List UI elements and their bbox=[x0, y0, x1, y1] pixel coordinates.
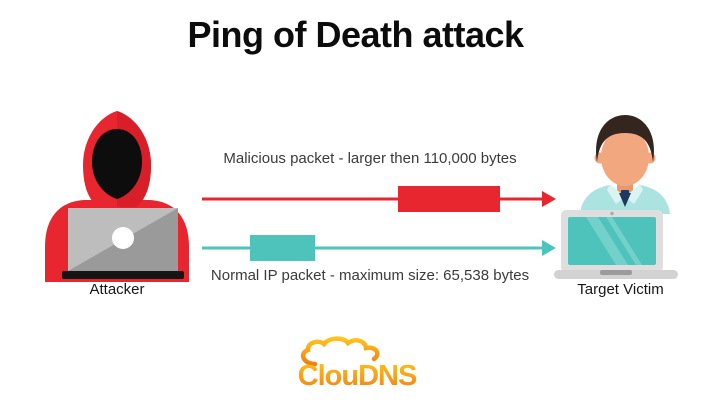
attacker-label: Attacker bbox=[89, 281, 145, 298]
normal-packet-caption: Normal IP packet - maximum size: 65,538 … bbox=[210, 267, 530, 284]
malicious-packet-caption: Malicious packet - larger then 110,000 b… bbox=[223, 150, 517, 167]
cloudns-logo-text: ClouDNS bbox=[298, 360, 417, 392]
cloudns-logo: ClouDNS bbox=[298, 336, 418, 392]
malicious-arrowhead-icon bbox=[542, 191, 556, 207]
cloud-outline-icon bbox=[300, 336, 380, 367]
packet-arrows bbox=[202, 186, 556, 261]
page-title: Ping of Death attack bbox=[187, 14, 524, 55]
victim-label: Target Victim bbox=[577, 281, 664, 298]
normal-arrowhead-icon bbox=[542, 240, 556, 256]
victim-icon bbox=[554, 115, 678, 279]
normal-packet-rect bbox=[250, 235, 315, 261]
malicious-packet-rect bbox=[398, 186, 500, 212]
attacker-icon bbox=[45, 111, 189, 282]
